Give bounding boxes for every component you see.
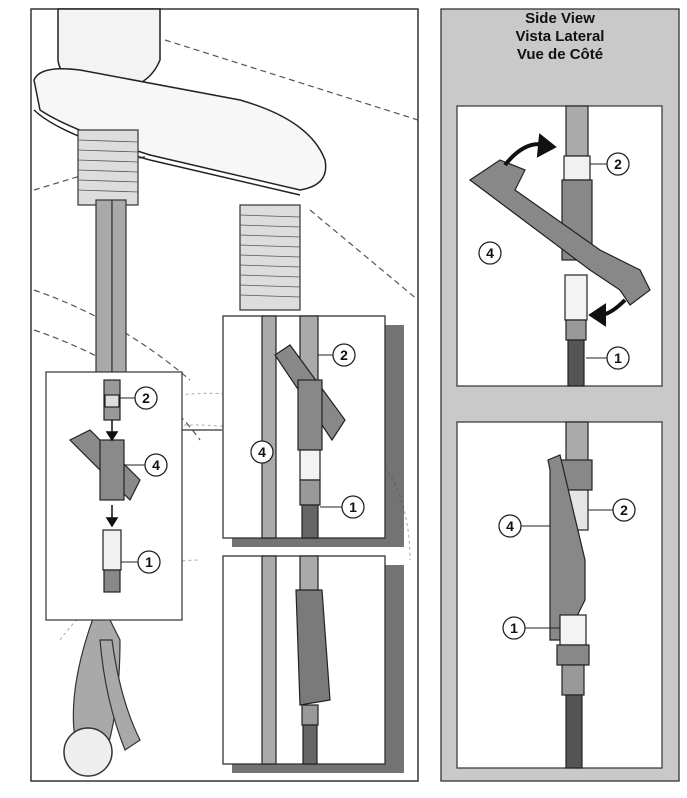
hose-weight: [63, 727, 113, 777]
svg-text:4: 4: [486, 245, 494, 261]
down-arrows: [105, 420, 119, 528]
svg-text:4: 4: [152, 457, 160, 473]
side-view-title-es: Vista Lateral: [515, 28, 605, 45]
callout-side-bot-1: 1: [502, 616, 560, 640]
svg-text:1: 1: [145, 554, 153, 570]
side-top-parts: [468, 105, 651, 387]
callout-main-2: 2: [120, 386, 158, 410]
side-view-title-fr: Vue de Côté: [516, 46, 604, 63]
callout-inset-2: 2: [318, 343, 356, 367]
callout-inset-1: 1: [320, 495, 365, 519]
callout-side-top-2: 2: [590, 152, 630, 176]
svg-text:4: 4: [506, 518, 514, 534]
svg-text:4: 4: [258, 444, 266, 460]
callout-inset-4: 4: [250, 440, 274, 464]
svg-text:2: 2: [614, 156, 622, 172]
callout-side-bot-2: 2: [588, 498, 636, 522]
svg-text:1: 1: [349, 499, 357, 515]
svg-text:1: 1: [510, 620, 518, 636]
side-view-title-en: Side View: [525, 10, 595, 27]
side-view-title: Side View Vista Lateral Vue de Côté: [446, 10, 674, 64]
threaded-shanks: [77, 129, 301, 311]
callout-main-1: 1: [121, 550, 161, 574]
callout-side-top-1: 1: [586, 346, 630, 370]
svg-text:2: 2: [142, 390, 150, 406]
callout-main-4: 4: [124, 453, 168, 477]
callout-side-bot-4: 4: [498, 514, 550, 538]
connector-parts: [68, 379, 141, 593]
callout-side-top-4: 4: [478, 241, 502, 265]
svg-text:1: 1: [614, 350, 622, 366]
side-bottom-parts: [547, 421, 593, 769]
svg-text:2: 2: [620, 502, 628, 518]
inset-upper-parts: [261, 315, 346, 539]
svg-text:2: 2: [340, 347, 348, 363]
rotate-arrows: [503, 133, 627, 327]
inset-lower-parts: [261, 555, 331, 765]
